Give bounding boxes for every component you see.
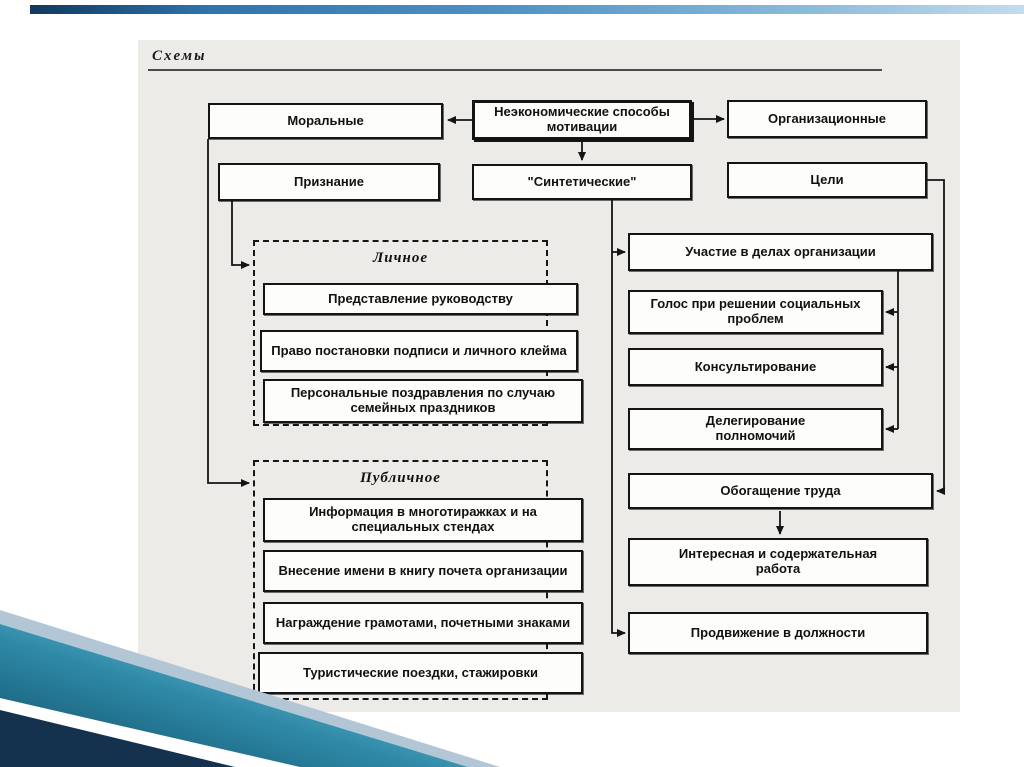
- node-synthetic: "Синтетические": [472, 164, 692, 200]
- node-org-item: Продвижение в должности: [628, 612, 928, 654]
- group-personal-label: Личное: [373, 250, 428, 266]
- slide-top-accent-bar: [30, 5, 1024, 14]
- title-divider: [148, 69, 882, 71]
- node-org-item: Участие в делах организации: [628, 233, 933, 271]
- group-public-label: Публичное: [360, 470, 441, 486]
- node-org-item: Делегирование полномочий: [628, 408, 883, 450]
- node-personal-item: Представление руководству: [263, 283, 578, 315]
- node-public-item: Туристические поездки, стажировки: [258, 652, 583, 694]
- node-recognition: Признание: [218, 163, 440, 201]
- node-personal-item: Право постановки подписи и личного клейм…: [260, 330, 578, 372]
- page-title: Схемы: [152, 48, 207, 64]
- node-org-item: Интересная и содержательная работа: [628, 538, 928, 586]
- node-org-item: Обогащение труда: [628, 473, 933, 509]
- node-goals: Цели: [727, 162, 927, 198]
- node-org-item: Консультирование: [628, 348, 883, 386]
- node-public-item: Внесение имени в книгу почета организаци…: [263, 550, 583, 592]
- node-personal-item: Персональные поздравления по случаю семе…: [263, 379, 583, 423]
- node-noneconomic-motivation: Неэкономические способы мотивации: [472, 100, 692, 140]
- node-organizational: Организационные: [727, 100, 927, 138]
- node-org-item: Голос при решении социальных проблем: [628, 290, 883, 334]
- node-public-item: Информация в многотиражках и на специаль…: [263, 498, 583, 542]
- node-moral: Моральные: [208, 103, 443, 139]
- node-public-item: Награждение грамотами, почетными знаками: [263, 602, 583, 644]
